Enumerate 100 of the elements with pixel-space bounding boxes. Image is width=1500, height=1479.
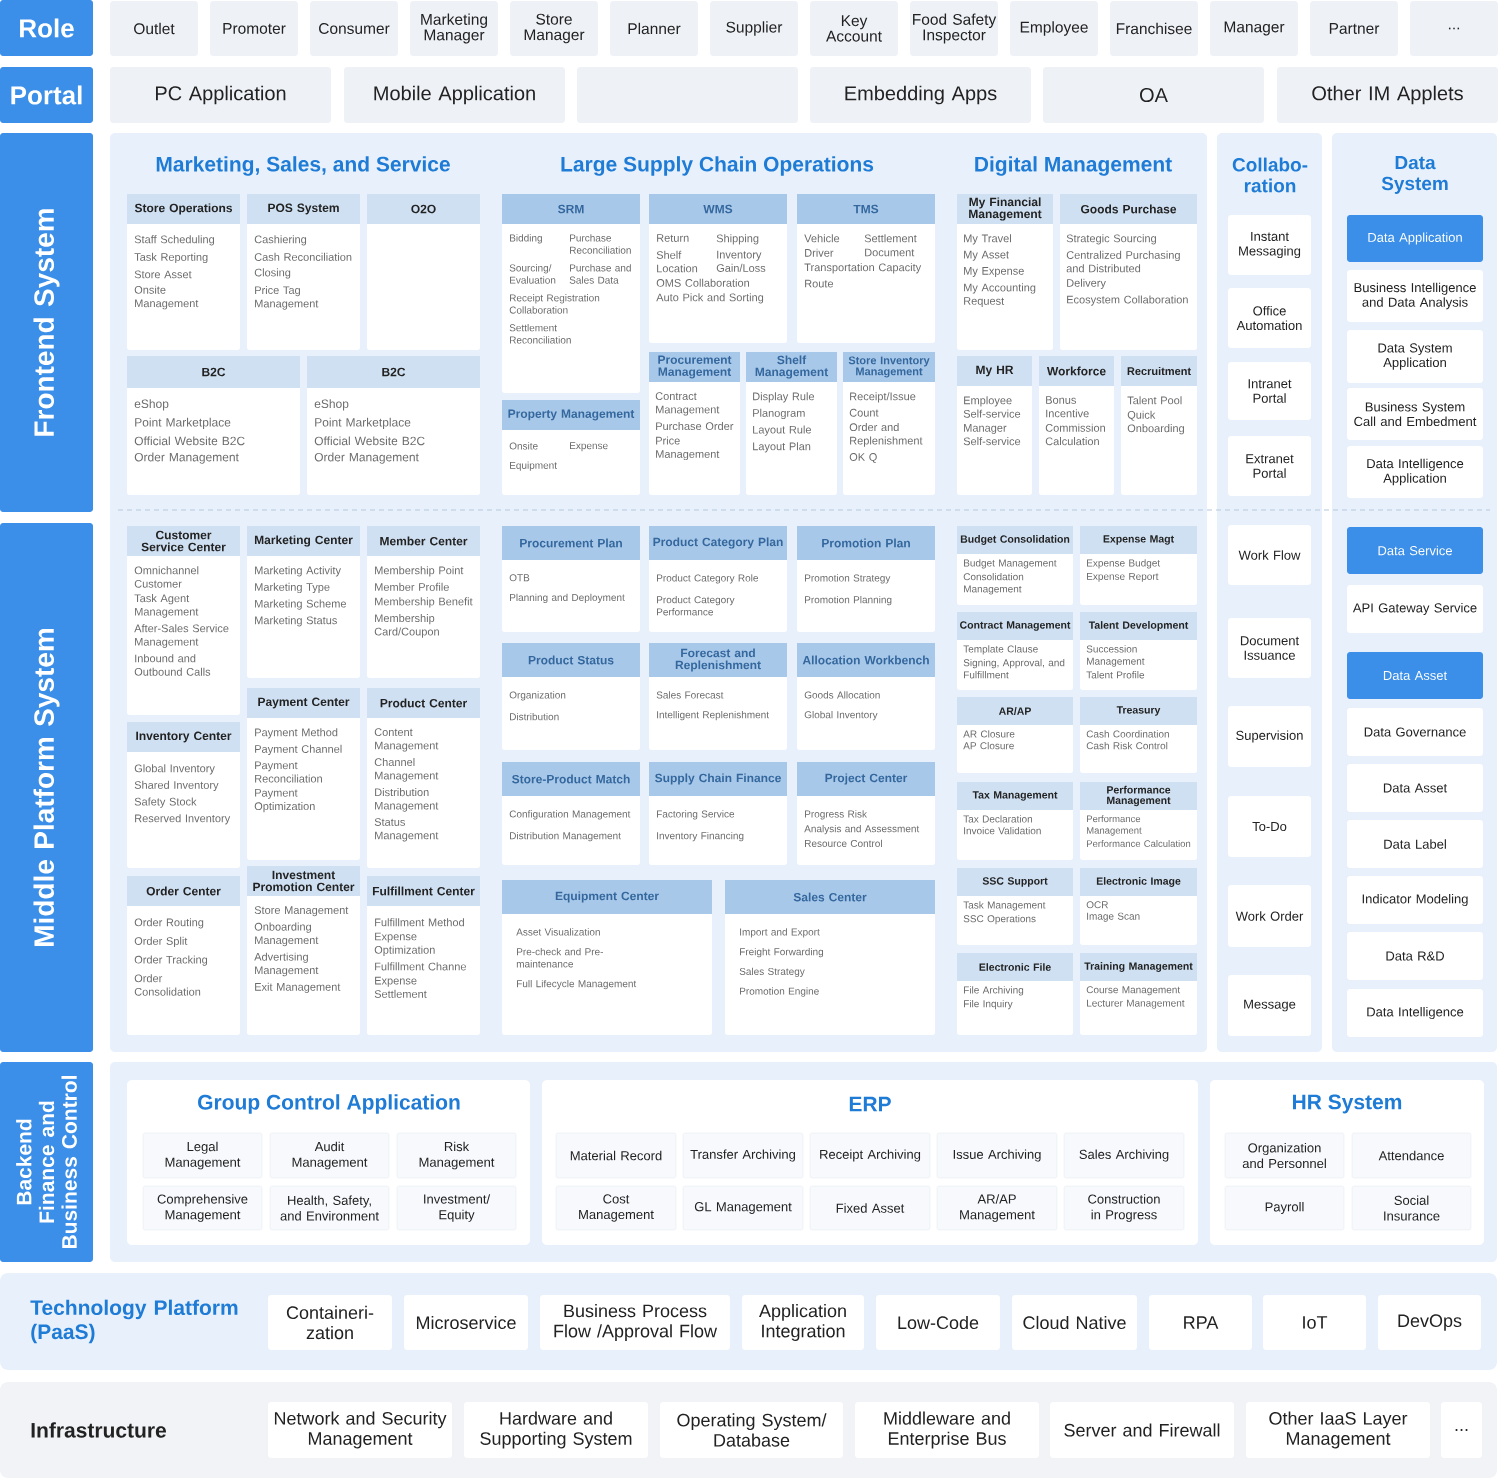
list-item: Layout Plan bbox=[753, 442, 811, 453]
list-item: Budget Management bbox=[964, 559, 1057, 569]
module-box: Extranet Portal bbox=[1228, 436, 1311, 496]
list-item: Cashiering bbox=[254, 235, 307, 246]
card-header: Workforce bbox=[1039, 356, 1114, 386]
list-item: Equipment bbox=[510, 461, 557, 471]
list-item: After-Sales Service Management bbox=[134, 624, 229, 648]
list-item: File Inquiry bbox=[964, 999, 1013, 1010]
module-box: Indicator Modeling bbox=[1347, 876, 1483, 924]
list-item: Shipping bbox=[716, 234, 759, 245]
card-header: Product Status bbox=[502, 643, 640, 677]
list-item: Auto Pick and Sorting bbox=[656, 293, 764, 304]
list-item: Promotion Planning bbox=[805, 595, 892, 606]
module-box: Audit Management bbox=[269, 1132, 390, 1179]
list-item: Cash Reconciliation bbox=[254, 252, 352, 261]
list-item: Order Split bbox=[134, 936, 188, 948]
list-item: Store Management bbox=[254, 906, 349, 917]
list-item: Safety Stock bbox=[134, 797, 197, 808]
list-item: Membership Point bbox=[375, 566, 464, 577]
module-box: Business Process Flow /Approval Flow bbox=[540, 1295, 730, 1350]
module-box: Data Governance bbox=[1347, 708, 1483, 756]
list-item: OTB bbox=[509, 574, 530, 582]
module-box: GL Management bbox=[682, 1185, 804, 1231]
portal-box: Other IM Applets bbox=[1277, 67, 1498, 123]
role-box: ... bbox=[1410, 1, 1498, 56]
portal-box: PC Application bbox=[110, 67, 331, 123]
list-item: Commission Calculation bbox=[1045, 423, 1105, 446]
list-item: Product Category Role bbox=[657, 574, 758, 584]
list-item: Cash Coordination bbox=[1086, 730, 1169, 738]
card-header: Marketing Center bbox=[247, 526, 360, 556]
module-box: Material Record bbox=[555, 1132, 677, 1179]
list-item: My Travel bbox=[964, 234, 1011, 245]
list-item: Delivery bbox=[1067, 278, 1106, 289]
list-item: Employee Self-service bbox=[963, 396, 1021, 418]
list-item: OMS Collaboration bbox=[656, 278, 749, 287]
role-box: Outlet bbox=[110, 1, 198, 56]
module-box: Risk Management bbox=[396, 1132, 517, 1179]
band-heading: Infrastructure bbox=[31, 1422, 166, 1438]
list-item: eShop bbox=[314, 399, 349, 411]
list-item: Closing bbox=[254, 268, 291, 279]
list-item: Course Management bbox=[1086, 986, 1181, 996]
list-item: Shared Inventory bbox=[134, 780, 219, 792]
module-box: Organization and Personnel bbox=[1224, 1132, 1345, 1179]
list-item: Task Reporting bbox=[134, 252, 208, 264]
list-item: Point Marketplace bbox=[135, 417, 231, 429]
list-item: Membership Card/Coupon bbox=[374, 614, 439, 638]
list-item: Fulfillment Method bbox=[375, 918, 464, 927]
panel-heading: Data System bbox=[1381, 156, 1448, 194]
role-box: Key Account bbox=[810, 1, 898, 56]
module-box: Work Order bbox=[1228, 885, 1311, 947]
card-header: B2C bbox=[127, 356, 300, 388]
list-item: Vehicle bbox=[804, 234, 840, 243]
list-item: Succession Management bbox=[1086, 645, 1145, 667]
module-box: Construction in Progress bbox=[1063, 1185, 1185, 1231]
list-item: My Expense bbox=[964, 267, 1024, 277]
list-item: Layout Rule bbox=[753, 425, 811, 436]
list-item: Order Routing bbox=[134, 918, 204, 929]
panel-heading: Large Supply Chain Operations bbox=[561, 156, 874, 176]
module-box: Comprehensive Management bbox=[142, 1185, 263, 1231]
module-box: Data Asset bbox=[1347, 652, 1483, 699]
card-header: Sales Center bbox=[725, 880, 935, 914]
card-header: Treasury bbox=[1080, 697, 1197, 725]
list-item: Resource Control bbox=[805, 839, 882, 847]
list-item: Template Clause bbox=[963, 645, 1038, 655]
module-box: Legal Management bbox=[142, 1132, 263, 1179]
card-header: Investment Promotion Center bbox=[247, 866, 360, 896]
list-item: Tax Declaration bbox=[963, 815, 1032, 823]
card-header: Store Operations bbox=[127, 194, 240, 224]
module-box: API Gateway Service bbox=[1347, 585, 1483, 633]
list-item: Progress Risk bbox=[805, 810, 867, 820]
list-item: Expense Settlement bbox=[374, 976, 427, 998]
list-item: Task Agent Management bbox=[134, 594, 199, 618]
list-item: File Archiving bbox=[964, 986, 1024, 996]
list-item: Advertising Management bbox=[254, 952, 319, 977]
card-header: Order Center bbox=[127, 876, 240, 906]
list-item: Factoring Service bbox=[657, 810, 735, 820]
list-item: Cash Risk Control bbox=[1086, 741, 1168, 750]
module-box: Server and Firewall bbox=[1050, 1402, 1234, 1458]
list-item: Expense Report bbox=[1087, 572, 1159, 582]
module-box: Investment/ Equity bbox=[396, 1185, 517, 1231]
module-box: Issue Archiving bbox=[936, 1132, 1058, 1179]
list-item: Receipt Registration Collaboration bbox=[509, 294, 600, 314]
list-item: Marketing Type bbox=[255, 582, 330, 594]
card-header: SSC Support bbox=[957, 868, 1073, 896]
module-box: Data Intelligence Application bbox=[1347, 446, 1483, 498]
card-header: Store-Product Match bbox=[502, 762, 640, 796]
list-item: Content Management bbox=[374, 728, 439, 752]
module-box: Office Automation bbox=[1228, 288, 1311, 348]
list-item: Expense Optimization bbox=[374, 932, 435, 956]
module-box: To-Do bbox=[1228, 796, 1311, 857]
role-box: Marketing Manager bbox=[410, 1, 498, 56]
module-box: Data Intelligence bbox=[1347, 989, 1483, 1037]
list-item: Performance Management bbox=[1087, 815, 1142, 836]
card-header: Payment Center bbox=[247, 688, 360, 718]
portal-box: OA bbox=[1043, 67, 1264, 123]
list-item: OK Q bbox=[849, 453, 877, 463]
list-item: Purchase Reconciliation bbox=[570, 234, 631, 254]
list-item: Route bbox=[805, 279, 834, 288]
list-item: My Accounting Request bbox=[964, 283, 1036, 307]
card-header: Electronic Image bbox=[1080, 868, 1197, 896]
